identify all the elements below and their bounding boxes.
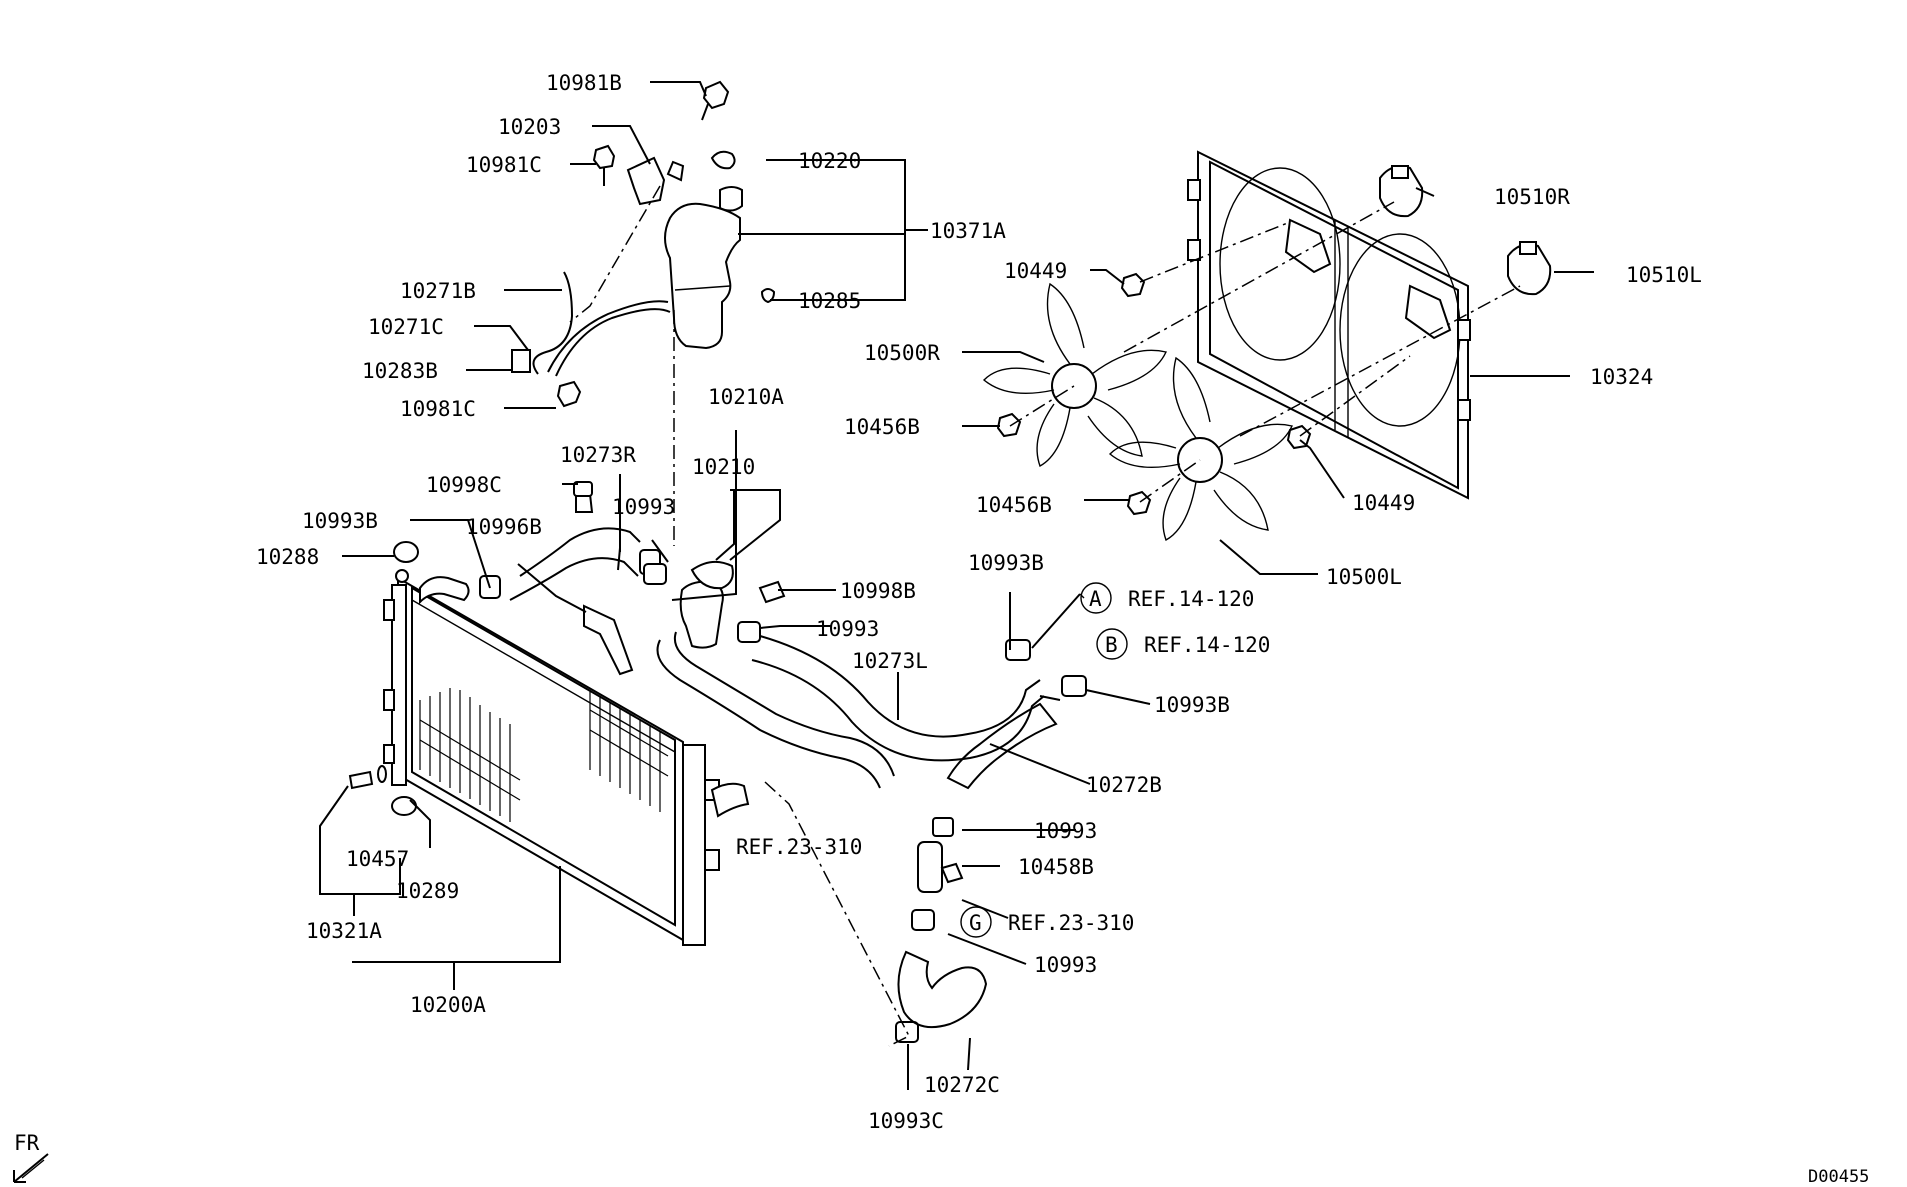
hose-clamps [479, 563, 1087, 1043]
callout-labels: 10981B 10203 10981C 10220 10371A 10271B … [256, 71, 1702, 1133]
radiator-assembly [383, 569, 750, 946]
callout-10998C: 10998C [426, 473, 502, 497]
callout-10993-low: 10993 [1034, 953, 1097, 977]
callout-10500R: 10500R [864, 341, 940, 365]
callout-10993-outlet: 10993 [816, 617, 879, 641]
leader-lines [319, 81, 1594, 1090]
reference-leader-23-310 [764, 781, 911, 1047]
callout-10993C: 10993C [868, 1109, 944, 1133]
callout-10273R: 10273R [560, 443, 636, 467]
callout-10289: 10289 [396, 879, 459, 903]
callout-10456B-lower: 10456B [976, 493, 1052, 517]
water-outlet [679, 580, 724, 649]
callout-10510L: 10510L [1626, 263, 1702, 287]
ref-circle-B: B [1105, 633, 1118, 657]
overflow-hose [532, 271, 574, 375]
ref-text-bypass: REF.23-310 [736, 835, 862, 859]
callout-10457: 10457 [346, 847, 409, 871]
coolant-reservoir [664, 150, 743, 350]
reservoir-bracket [626, 156, 666, 206]
fan-shroud-assembly [1187, 150, 1471, 500]
callout-10271C: 10271C [368, 315, 444, 339]
front-label: FR [14, 1131, 40, 1155]
callout-10210: 10210 [692, 455, 755, 479]
reservoir-cap [710, 150, 736, 170]
ref-text-B: REF.14-120 [1144, 633, 1270, 657]
callout-10283B: 10283B [362, 359, 438, 383]
reference-labels: A REF.14-120 B REF.14-120 G REF.23-310 R… [736, 582, 1270, 938]
callout-10458B: 10458B [1018, 855, 1094, 879]
callout-10510R: 10510R [1494, 185, 1570, 209]
callout-10993B-upper: 10993B [302, 509, 378, 533]
callout-10993B-lower: 10993B [1154, 693, 1230, 717]
callout-10271B: 10271B [400, 279, 476, 303]
front-direction-marker: FR [13, 1131, 49, 1183]
lower-hose-left [759, 635, 1041, 738]
diagram-code: D00455 [1808, 1167, 1869, 1187]
callout-10210A: 10210A [708, 385, 784, 409]
ref-text-A: REF.14-120 [1128, 587, 1254, 611]
callout-10981B: 10981B [546, 71, 622, 95]
callout-10321A: 10321A [306, 919, 382, 943]
callout-10203: 10203 [498, 115, 561, 139]
callout-10996B: 10996B [466, 515, 542, 539]
callout-10272B: 10272B [1086, 773, 1162, 797]
ref-circle-A: A [1089, 587, 1102, 611]
callout-10371A: 10371A [930, 219, 1006, 243]
callout-10272C: 10272C [924, 1073, 1000, 1097]
callout-10993B-right: 10993B [968, 551, 1044, 575]
callout-10285: 10285 [798, 289, 861, 313]
callout-10981C-top: 10981C [466, 153, 542, 177]
callout-10981C-lower: 10981C [400, 397, 476, 421]
upper-hose-right [519, 527, 641, 577]
callout-10500L: 10500L [1326, 565, 1402, 589]
callout-10220: 10220 [798, 149, 861, 173]
callout-10273L: 10273L [852, 649, 928, 673]
callout-10288: 10288 [256, 545, 319, 569]
bolt-icons [556, 80, 776, 408]
ref-circle-G: G [969, 911, 982, 935]
callout-10456B-upper: 10456B [844, 415, 920, 439]
callout-10449-upper: 10449 [1004, 259, 1067, 283]
callout-10993-mid: 10993 [1034, 819, 1097, 843]
callout-10993-upper: 10993 [612, 495, 675, 519]
callout-10449-lower: 10449 [1352, 491, 1415, 515]
callout-10998B: 10998B [840, 579, 916, 603]
callout-10324: 10324 [1590, 365, 1653, 389]
callout-10200A: 10200A [410, 993, 486, 1017]
ref-text-G: REF.23-310 [1008, 911, 1134, 935]
